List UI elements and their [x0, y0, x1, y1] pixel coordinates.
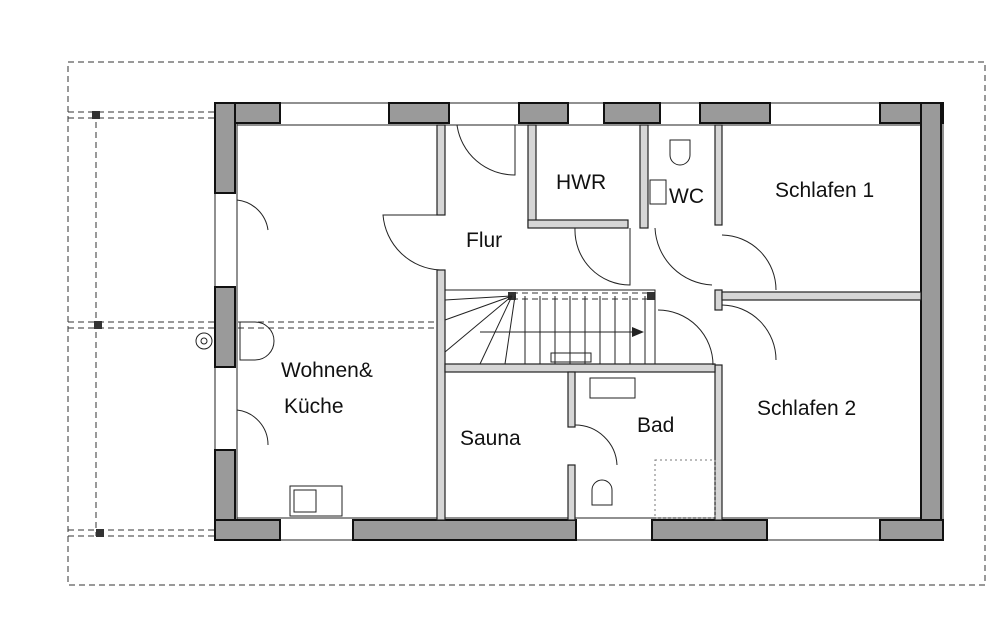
room-label-sauna: Sauna	[460, 427, 521, 450]
staircase	[444, 289, 656, 365]
room-label-schlafen-1: Schlafen 1	[775, 179, 874, 202]
doors	[195, 124, 777, 466]
room-label-bad: Bad	[637, 414, 674, 437]
roof-outline	[67, 61, 986, 586]
room-label-wc: WC	[669, 185, 704, 208]
room-label-hwr: HWR	[556, 171, 606, 194]
exterior-walls	[214, 102, 944, 541]
fixtures	[289, 139, 716, 519]
room-label-kueche: Küche	[284, 395, 344, 418]
room-label-wohnen: Wohnen&	[281, 359, 373, 382]
interior-walls	[436, 124, 922, 521]
room-label-schlafen-2: Schlafen 2	[757, 397, 856, 420]
room-label-flur: Flur	[466, 229, 502, 252]
